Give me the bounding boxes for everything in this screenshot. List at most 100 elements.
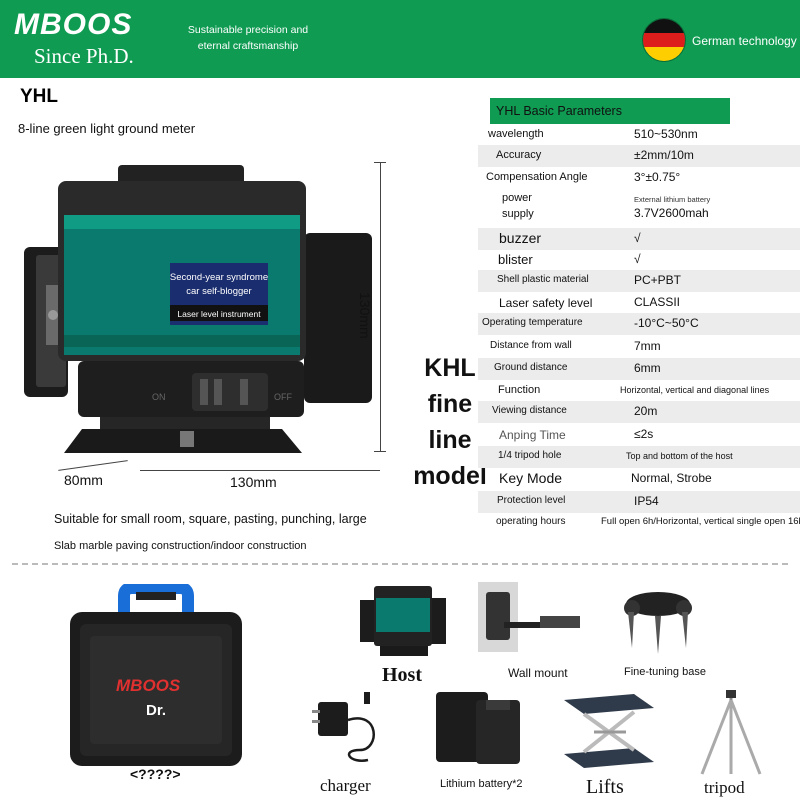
- param-label: buzzer: [499, 230, 542, 246]
- param-label: Viewing distance: [492, 405, 567, 416]
- width-dimension-line: [140, 470, 380, 471]
- param-value: Normal, Strobe: [631, 471, 712, 485]
- param-row-buzzer: buzzer √: [478, 228, 800, 250]
- param-row-key-mode: Key Mode Normal, Strobe: [478, 468, 800, 490]
- dashed-separator: [12, 563, 788, 565]
- param-label: operating hours: [496, 516, 566, 527]
- param-row-operating-temperature: Operating temperature -10°C~50°C: [478, 313, 800, 335]
- product-subtitle: 8-line green light ground meter: [18, 121, 196, 136]
- german-technology-label: German technology: [692, 34, 797, 48]
- param-value: PC+PBT: [634, 273, 682, 287]
- param-value: ≤2s: [634, 427, 654, 441]
- carrying-case-illustration: [70, 584, 242, 766]
- param-label: Laser safety level: [499, 296, 593, 310]
- khl-model-text: KHL fine line model: [412, 350, 488, 494]
- param-label: Protection level: [497, 495, 566, 506]
- param-row-accuracy: Accuracy ±2mm/10m: [478, 145, 800, 167]
- param-row-viewing-distance: Viewing distance 20m: [478, 401, 800, 423]
- param-value: -10°C~50°C: [634, 316, 699, 330]
- param-label: wavelength: [488, 128, 544, 140]
- switch-off-label: OFF: [274, 392, 292, 402]
- param-label: Operating temperature: [482, 317, 583, 328]
- charger-icon: [312, 692, 375, 762]
- param-value: CLASSII: [634, 295, 681, 309]
- brand-logo: MBOOS: [14, 8, 133, 41]
- device-sticker-line1: Second-year syndrome: [170, 272, 268, 283]
- slab-description: Slab marble paving construction/indoor c…: [54, 540, 307, 552]
- param-value: Horizontal, vertical and diagonal lines: [620, 385, 770, 395]
- params-title: YHL Basic Parameters: [496, 104, 622, 118]
- lifts-label: Lifts: [586, 776, 624, 798]
- lifts-icon: [564, 694, 654, 768]
- wall-mount-icon: [478, 582, 580, 652]
- param-label: Accuracy: [496, 149, 542, 161]
- charger-label: charger: [320, 776, 371, 795]
- khl-line-3: line: [428, 426, 472, 454]
- param-label: Function: [498, 384, 541, 396]
- tagline: Sustainable precision and eternal crafts…: [187, 24, 309, 52]
- param-row-blister: blister √: [478, 249, 800, 271]
- param-value: Top and bottom of the host: [626, 451, 733, 461]
- param-label: blister: [498, 252, 533, 267]
- german-flag-icon: [642, 18, 686, 62]
- param-label: power supply: [502, 192, 534, 220]
- param-label: Distance from wall: [490, 340, 572, 351]
- height-dimension-line: [380, 162, 381, 452]
- case-brand-logo: MBOOS: [116, 676, 181, 695]
- param-label: Ground distance: [494, 362, 568, 373]
- lithium-battery-label: Lithium battery*2: [440, 778, 523, 790]
- param-row-laser-safety: Laser safety level CLASSII: [478, 292, 800, 314]
- param-value: 20m: [634, 404, 658, 418]
- height-dimension-tick-bottom: [374, 451, 386, 452]
- width-dimension-label: 130mm: [230, 474, 277, 490]
- param-value: IP54: [634, 494, 659, 508]
- wall-mount-label: Wall mount: [508, 666, 568, 680]
- model-title: YHL: [20, 86, 58, 107]
- since-text: Since Ph.D.: [34, 44, 134, 68]
- tripod-label: tripod: [704, 778, 745, 797]
- host-device-icon: [360, 586, 446, 656]
- param-label: Shell plastic material: [497, 274, 589, 285]
- params-title-bar: [490, 98, 730, 124]
- fine-tuning-base-label: Fine-tuning base: [624, 666, 706, 678]
- khl-line-2: fine: [427, 390, 473, 418]
- param-value: ±2mm/10m: [634, 148, 694, 162]
- param-label: 1/4 tripod hole: [498, 450, 562, 461]
- param-value: 3.7V2600mah: [634, 206, 709, 220]
- khl-line-1: KHL: [424, 354, 476, 382]
- param-value: 510~530nm: [634, 127, 698, 141]
- param-row-wavelength: wavelength 510~530nm: [478, 124, 800, 146]
- param-value: Full open 6h/Horizontal, vertical single…: [601, 516, 800, 527]
- param-row-operating-hours: operating hours Full open 6h/Horizontal,…: [478, 512, 800, 534]
- switch-on-label: ON: [152, 392, 166, 402]
- tripod-icon: [700, 690, 762, 775]
- height-dimension-tick-top: [374, 162, 386, 163]
- laser-level-device-illustration: Second-year syndrome car self-blogger La…: [24, 165, 372, 453]
- param-row-tripod-hole: 1/4 tripod hole Top and bottom of the ho…: [478, 446, 800, 468]
- param-value: 6mm: [634, 361, 661, 375]
- param-row-distance-wall: Distance from wall 7mm: [478, 336, 800, 358]
- param-value: 7mm: [634, 339, 661, 353]
- param-row-shell-material: Shell plastic material PC+PBT: [478, 270, 800, 292]
- case-label: <????>: [130, 766, 181, 782]
- param-label: Compensation Angle: [486, 171, 588, 183]
- param-note: External lithium battery: [634, 195, 711, 204]
- param-value: √: [634, 252, 641, 266]
- lithium-battery-icon: [436, 692, 520, 764]
- param-label: Anping Time: [499, 428, 566, 442]
- header-banner: MBOOS Since Ph.D. Sustainable precision …: [0, 0, 800, 78]
- param-row-protection-level: Protection level IP54: [478, 491, 800, 513]
- host-label: Host: [382, 664, 422, 686]
- device-sticker-line2: car self-blogger: [186, 286, 251, 297]
- suitable-description: Suitable for small room, square, pasting…: [54, 512, 367, 526]
- param-row-function: Function Horizontal, vertical and diagon…: [478, 380, 800, 402]
- device-sticker-line3: Laser level instrument: [177, 309, 261, 319]
- param-row-ground-distance: Ground distance 6mm: [478, 358, 800, 380]
- depth-dimension-label: 80mm: [64, 472, 103, 488]
- height-dimension-label: 130mm: [357, 292, 373, 339]
- param-row-anping-time: Anping Time ≤2s: [478, 424, 800, 446]
- param-value: 3°±0.75°: [634, 170, 681, 184]
- khl-line-4: model: [413, 462, 487, 490]
- param-value: √: [634, 231, 641, 245]
- param-row-compensation-angle: Compensation Angle 3°±0.75°: [478, 167, 800, 189]
